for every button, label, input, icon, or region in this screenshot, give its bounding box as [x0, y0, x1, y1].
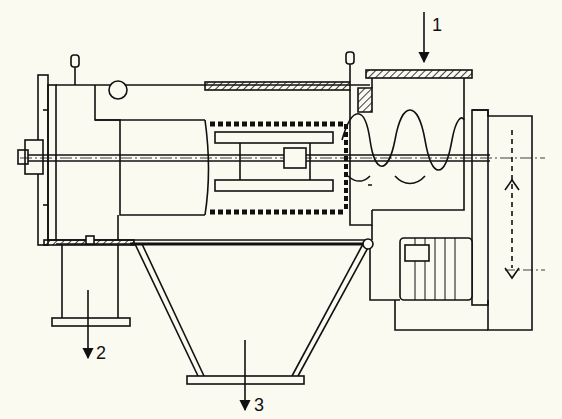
callout-number: 2: [96, 344, 106, 362]
callout-number: 1: [432, 16, 442, 34]
callout-number: 3: [254, 396, 264, 414]
